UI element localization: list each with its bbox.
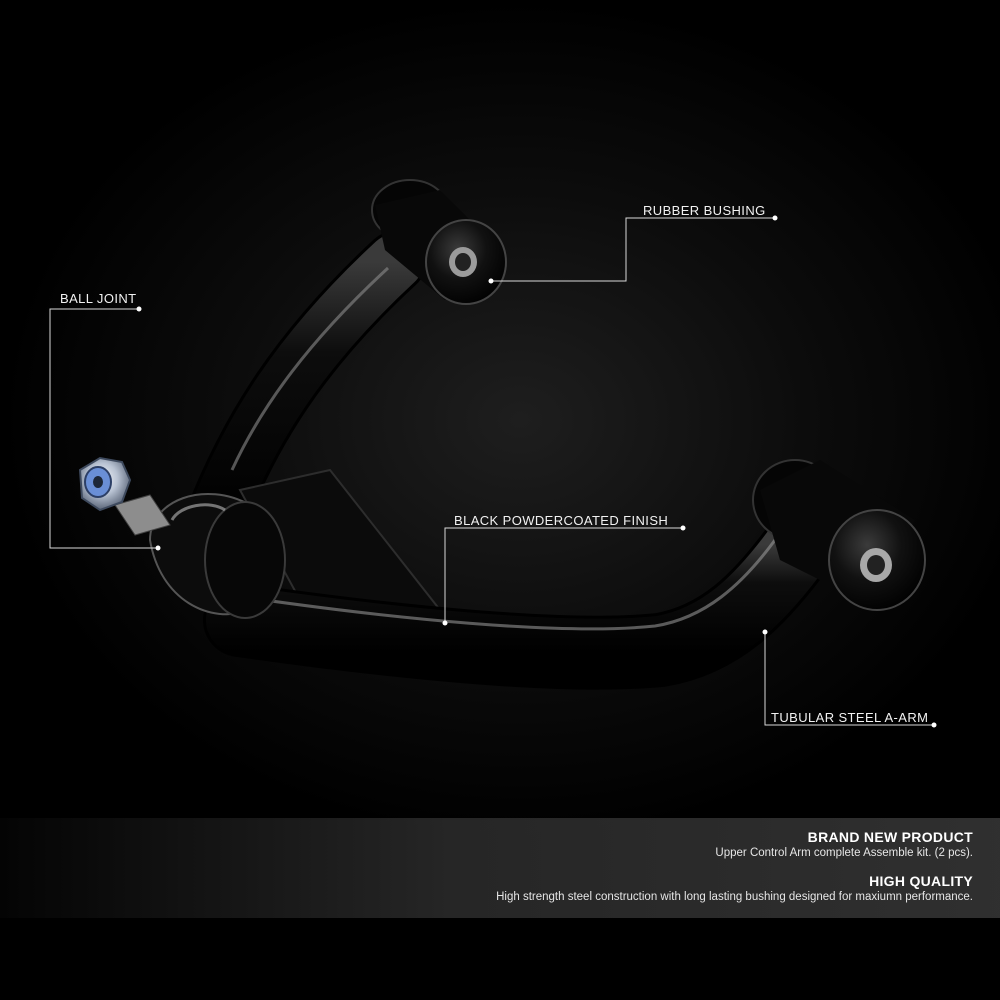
info-title-brand-new-product: BRAND NEW PRODUCT — [807, 829, 973, 845]
callout-tubular-steel-a-arm: TUBULAR STEEL A-ARM — [771, 710, 929, 725]
callout-black-powdercoated-finish: BLACK POWDERCOATED FINISH — [454, 513, 669, 528]
dot-a-arm-end — [931, 722, 937, 728]
info-high-quality: HIGH QUALITY High strength steel constru… — [496, 873, 973, 905]
ball-joint-housing — [148, 492, 286, 619]
ball-joint-stud — [78, 456, 171, 536]
leader-lines — [49, 217, 934, 726]
info-band: BRAND NEW PRODUCT Upper Control Arm comp… — [0, 818, 1000, 918]
dot-powdercoat-anchor — [442, 620, 448, 626]
info-desc-brand-new-product: Upper Control Arm complete Assemble kit.… — [715, 847, 973, 859]
top-rubber-bushing — [371, 179, 507, 305]
info-title-high-quality: HIGH QUALITY — [869, 873, 973, 889]
dot-rubber-bushing-anchor — [488, 278, 494, 284]
leader-dots — [136, 215, 937, 728]
callout-ball-joint: BALL JOINT — [60, 291, 137, 306]
info-brand-new-product: BRAND NEW PRODUCT Upper Control Arm comp… — [715, 829, 973, 861]
leader-line-rubber-bushing — [491, 217, 775, 282]
dot-rubber-bushing-end — [772, 215, 778, 221]
lower-arm-tube — [203, 508, 837, 690]
dot-powdercoat-end — [680, 525, 686, 531]
dot-a-arm-anchor — [762, 629, 768, 635]
info-desc-high-quality: High strength steel construction with lo… — [496, 891, 973, 903]
leader-line-ball-joint — [49, 308, 158, 549]
dot-ball-joint-start — [136, 306, 142, 312]
dot-ball-joint-anchor — [155, 545, 161, 551]
callout-rubber-bushing: RUBBER BUSHING — [643, 203, 766, 218]
leader-line-tubular-steel-a-arm — [764, 632, 934, 726]
right-rubber-bushing — [752, 459, 926, 611]
leader-line-black-powdercoated-finish — [444, 527, 683, 623]
upper-arm-tube — [184, 231, 426, 551]
